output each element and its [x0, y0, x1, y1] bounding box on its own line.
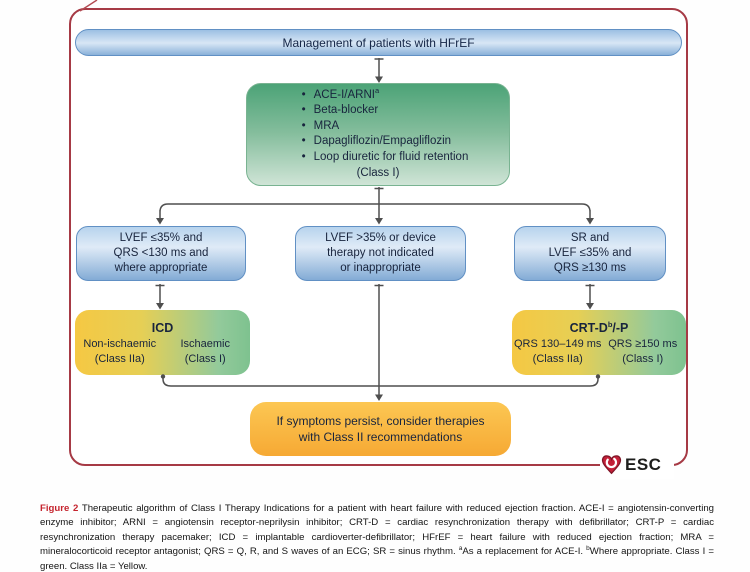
persist-line: If symptoms persist, consider therapies	[276, 414, 485, 428]
bullet-icon: •	[301, 150, 306, 163]
therapy-item: • MRA	[294, 119, 469, 135]
bullet-icon: •	[301, 119, 306, 132]
icd-title: ICD	[151, 321, 174, 335]
therapy-item-label: Dapagliflozin/Empagliflozin	[313, 135, 452, 148]
cell-line: (Class IIa)	[532, 352, 583, 365]
class-label: (Class I)	[356, 167, 400, 180]
crt-title-pre: CRT-D	[569, 321, 608, 335]
crt-title: CRT-Db/-P	[570, 319, 629, 337]
criteria-line: LVEF ≤35% and	[548, 247, 632, 259]
cell-line: Non-ischaemic	[83, 338, 157, 350]
root-label: Management of patients with HFrEF	[282, 35, 475, 50]
flow-node-crt: CRT-Db/-P QRS 130–149 ms (Class IIa) QRS…	[512, 310, 686, 375]
crt-cell-150: QRS ≥150 ms (Class I)	[601, 337, 684, 366]
figure-caption-note-b: Where appropriate. Class I = green. Clas…	[40, 546, 714, 572]
criteria-line: or inappropriate	[340, 262, 421, 274]
esc-logo-text: ESC	[625, 455, 662, 474]
cell-line: QRS 130–149 ms	[514, 338, 602, 350]
flow-node-criteria-none: LVEF >35% or device therapy not indicate…	[295, 226, 466, 281]
therapy-item: • Beta-blocker	[294, 103, 469, 119]
figure-caption-note-a: As a replacement for ACE-I.	[462, 546, 587, 558]
icd-cell-noniscchaemic: Non-ischaemic (Class IIa)	[77, 337, 163, 366]
icd-cells: Non-ischaemic (Class IIa) Ischaemic (Cla…	[77, 337, 248, 366]
therapy-item-label: Loop diuretic for fluid retention	[313, 150, 469, 163]
cell-line: (Class I)	[622, 352, 664, 365]
bullet-icon: •	[301, 104, 306, 117]
cell-line: Ischaemic	[180, 338, 231, 350]
crt-cell-130-149: QRS 130–149 ms (Class IIa)	[514, 337, 601, 366]
esc-heart-icon	[601, 455, 622, 475]
cell-line: QRS ≥150 ms	[608, 338, 678, 350]
therapy-item-label: MRA	[313, 119, 340, 132]
flow-node-therapy: • ACE-I/ARNIa • Beta-blocker • MRA • Dapagli…	[246, 83, 510, 186]
icd-cell-ischaemic: Ischaemic (Class I)	[163, 337, 249, 366]
criteria-line: where appropriate	[114, 262, 208, 274]
crt-title-post: /-P	[612, 321, 629, 335]
criteria-line: LVEF ≤35% and	[119, 232, 203, 244]
flow-node-root: Management of patients with HFrEF	[75, 29, 682, 56]
persist-line: with Class II recommendations	[298, 430, 463, 444]
therapy-list: • ACE-I/ARNIa • Beta-blocker • MRA • Dapagli…	[288, 85, 469, 166]
flow-node-criteria-icd: LVEF ≤35% and QRS <130 ms and where appr…	[76, 226, 246, 281]
figure-caption: Figure 2 Therapeutic algorithm of Class …	[40, 502, 714, 572]
cell-line: (Class I)	[184, 352, 226, 365]
therapy-item-label: Beta-blocker	[313, 104, 379, 117]
flow-node-persist: If symptoms persist, consider therapies …	[250, 402, 511, 456]
criteria-line: SR and	[570, 232, 610, 244]
cell-line: (Class IIa)	[94, 352, 145, 365]
bullet-icon: •	[301, 88, 306, 101]
superscript: b	[586, 545, 590, 553]
figure-caption-body: Therapeutic algorithm of Class I Therapy…	[40, 502, 714, 558]
criteria-line: therapy not indicated	[327, 247, 434, 259]
superscript: a	[374, 85, 380, 95]
criteria-line: LVEF >35% or device	[325, 232, 436, 244]
superscript: a	[458, 545, 463, 553]
therapy-item: • Dapagliflozin/Empagliflozin	[294, 134, 469, 150]
bullet-icon: •	[301, 135, 306, 148]
flow-node-criteria-crt: SR and LVEF ≤35% and QRS ≥130 ms	[514, 226, 666, 281]
therapy-item: • ACE-I/ARNIa	[294, 85, 469, 104]
therapy-item-label: ACE-I/ARNI	[313, 88, 375, 101]
superscript: b	[607, 319, 613, 329]
crt-cells: QRS 130–149 ms (Class IIa) QRS ≥150 ms (…	[514, 337, 684, 366]
esc-logo: ESC	[600, 451, 674, 479]
flow-node-icd: ICD Non-ischaemic (Class IIa) Ischaemic …	[75, 310, 250, 375]
criteria-line: QRS ≥130 ms	[553, 262, 627, 274]
figure-caption-label: Figure 2	[40, 502, 79, 514]
criteria-line: QRS <130 ms and	[113, 247, 209, 259]
therapy-item: • Loop diuretic for fluid retention	[294, 150, 469, 166]
